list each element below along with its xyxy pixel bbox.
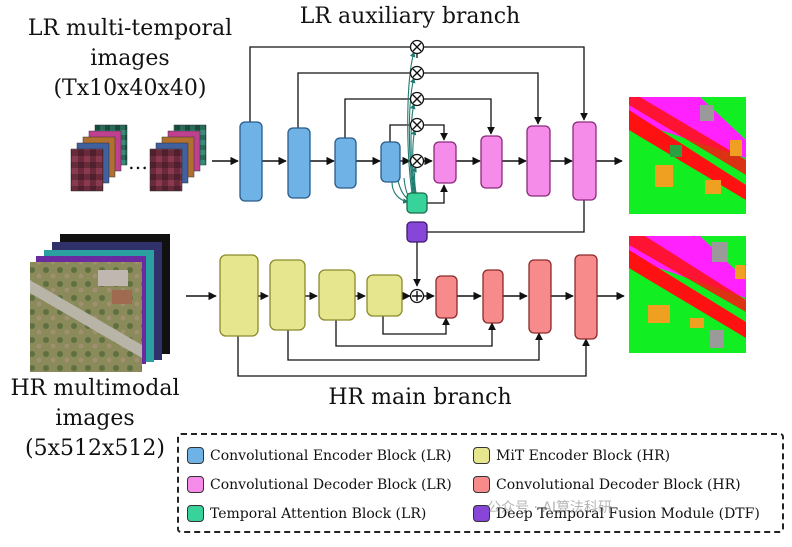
legend-item-temporal-attention: Temporal Attention Block (LR) — [187, 505, 426, 522]
legend-item-hr-decoder: Convolutional Decoder Block (HR) — [473, 476, 741, 493]
lr-input-label-line2: images — [90, 46, 170, 71]
multiply-icon — [409, 153, 425, 169]
lr-segmentation-output — [629, 97, 746, 214]
hr-decoder-block-2 — [482, 269, 504, 324]
lr-encoder-block-1 — [239, 121, 263, 202]
ellipsis-label: … — [128, 150, 148, 174]
legend-label-lr-decoder: Convolutional Decoder Block (LR) — [210, 476, 452, 493]
lr-decoder-block-3 — [526, 125, 551, 197]
legend-label-temporal-attention: Temporal Attention Block (LR) — [210, 505, 427, 522]
legend-label-dtf: Deep Temporal Fusion Module (DTF) — [496, 505, 760, 522]
hr-input-label-line1: HR multimodal — [10, 376, 180, 401]
legend-item-lr-decoder: Convolutional Decoder Block (LR) — [187, 476, 452, 493]
hr-input-label-line2: images — [55, 406, 135, 431]
legend-item-hr-encoder: MiT Encoder Block (HR) — [473, 447, 670, 464]
lr-encoder-block-2 — [287, 127, 311, 199]
multiply-icon — [409, 117, 425, 133]
legend-item-dtf: Deep Temporal Fusion Module (DTF) — [473, 505, 760, 522]
lr-image-stack-1 — [70, 124, 128, 192]
lr-encoder-block-3 — [334, 137, 357, 189]
multiply-icon — [409, 39, 425, 55]
lr-decoder-block-2 — [480, 135, 503, 189]
hr-encoder-block-2 — [269, 259, 306, 331]
swatch-hr-decoder — [473, 476, 490, 493]
legend-label-hr-decoder: Convolutional Decoder Block (HR) — [496, 476, 741, 493]
lr-decoder-block-1 — [433, 141, 457, 184]
hr-segmentation-output — [629, 236, 746, 353]
hr-encoder-block-3 — [318, 269, 356, 321]
lr-decoder-block-4 — [572, 121, 597, 201]
hr-branch-label: HR main branch — [328, 385, 512, 410]
hr-decoder-block-1 — [435, 275, 458, 319]
hr-input-label-line3: (5x512x512) — [25, 436, 165, 461]
hr-skip-connections — [237, 316, 590, 377]
hr-image-stack — [30, 234, 170, 372]
fusion-connections — [413, 184, 585, 287]
swatch-hr-encoder — [473, 447, 490, 464]
swatch-temporal-attention — [187, 505, 204, 522]
watermark: 公众号 · AI算法科研 — [487, 500, 613, 516]
hr-encoder-block-4 — [366, 274, 403, 317]
legend-item-lr-encoder: Convolutional Encoder Block (LR) — [187, 447, 451, 464]
lr-input-label-line1: LR multi-temporal — [27, 16, 233, 41]
lr-input-label: LR multi-temporal images (Tx10x40x40) — [10, 14, 250, 104]
hr-encoder-block-1 — [219, 254, 259, 337]
lr-branch-label: LR auxiliary branch — [299, 4, 521, 29]
multiply-icon — [409, 65, 425, 81]
dtf-block — [406, 221, 428, 243]
legend: Convolutional Encoder Block (LR) MiT Enc… — [177, 433, 784, 533]
temporal-attention-block — [406, 192, 428, 214]
add-icon — [409, 288, 425, 304]
lr-input-label-line3: (Tx10x40x40) — [53, 76, 207, 101]
swatch-dtf — [473, 505, 490, 522]
lr-encoder-block-4 — [380, 141, 401, 183]
lr-image-stack-2 — [149, 124, 207, 192]
swatch-lr-decoder — [187, 476, 204, 493]
multiply-icon — [409, 91, 425, 107]
legend-label-hr-encoder: MiT Encoder Block (HR) — [496, 447, 671, 464]
lr-skip-connections — [249, 40, 588, 142]
hr-decoder-block-3 — [528, 259, 552, 334]
hr-decoder-block-4 — [574, 254, 598, 340]
swatch-lr-encoder — [187, 447, 204, 464]
hr-input-label: HR multimodal images (5x512x512) — [0, 374, 190, 464]
legend-label-lr-encoder: Convolutional Encoder Block (LR) — [210, 447, 452, 464]
